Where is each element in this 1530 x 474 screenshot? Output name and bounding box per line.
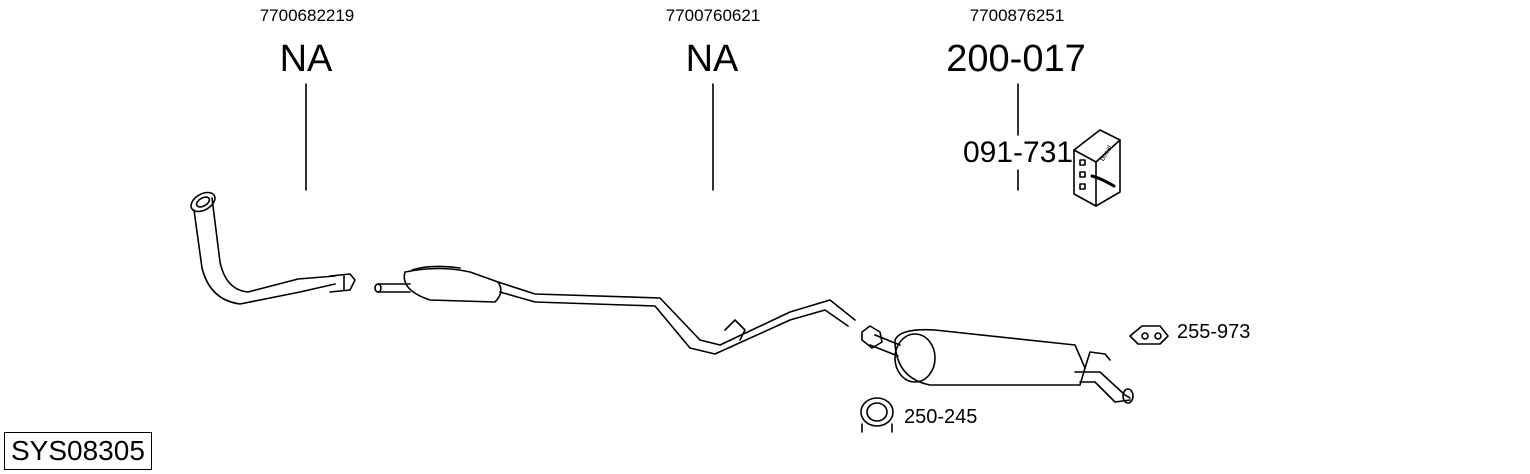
rubber-mount-number: 255-973 [1177, 321, 1251, 343]
mounting-kit-box-icon [1073, 129, 1121, 207]
mounting-kit-number: 091-731 [963, 136, 1074, 169]
clamp-number: 250-245 [904, 406, 978, 428]
front-pipe [190, 191, 356, 305]
clamp-icon [860, 397, 894, 433]
oem-number-1: 7700682219 [259, 6, 355, 25]
oem-number-3: 7700876251 [969, 6, 1065, 25]
center-silencer [374, 265, 856, 355]
part-number-2: NA [685, 38, 739, 80]
system-id-label: SYS08305 [4, 432, 152, 470]
rear-silencer [861, 325, 1134, 404]
oem-number-2: 7700760621 [665, 6, 761, 25]
part-number-1: NA [279, 38, 333, 80]
rubber-mount-icon [1129, 325, 1169, 345]
part-number-3: 200-017 [946, 38, 1086, 80]
